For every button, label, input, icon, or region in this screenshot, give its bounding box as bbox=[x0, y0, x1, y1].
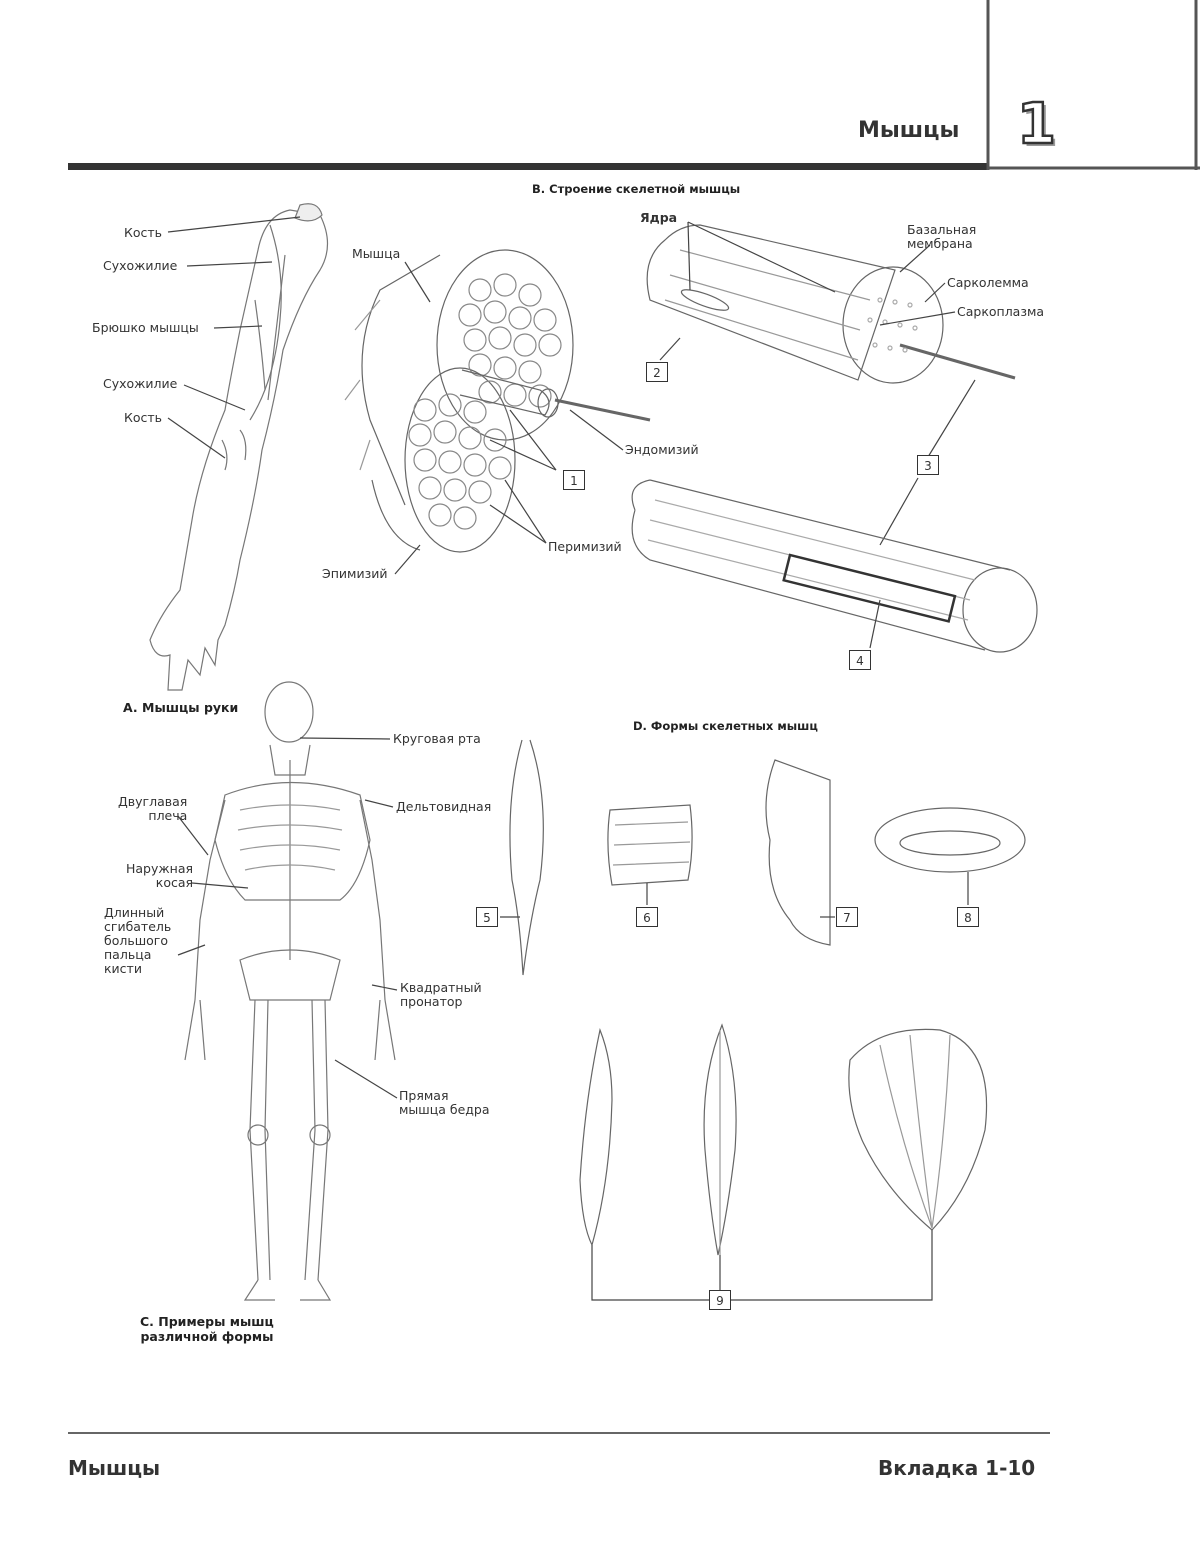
callout-number-3: 3 bbox=[917, 455, 939, 475]
callout-number-1: 1 bbox=[563, 470, 585, 490]
section-b-caption: B. Строение скелетной мышцы bbox=[532, 182, 741, 196]
section-c-caption: C. Примеры мышц различной формы bbox=[140, 1314, 274, 1344]
arm-leader-tendon-top bbox=[186, 261, 273, 267]
footer-title: Мышцы bbox=[68, 1456, 161, 1480]
arm-label-bone-bottom: Кость bbox=[124, 410, 163, 425]
callout-number-6: 6 bbox=[636, 907, 658, 927]
label-muscle: Мышца bbox=[352, 246, 401, 261]
fascicle-leader-perimysium-b bbox=[504, 479, 547, 544]
callout-number-5: 5 bbox=[476, 907, 498, 927]
muscle-fascicle-drawing bbox=[344, 249, 651, 553]
label-endomysium: Эндомизий bbox=[625, 442, 699, 457]
skeleton-leader-flexor bbox=[177, 944, 206, 956]
section-a-caption: A. Мышцы руки bbox=[123, 700, 239, 715]
label-nuclei: Ядра bbox=[640, 210, 678, 225]
muscle-shape-multipennate bbox=[848, 1028, 988, 1231]
muscle-fiber-drawing bbox=[646, 224, 1016, 384]
fascicle-leader-endomysium bbox=[569, 409, 624, 451]
label-sarcolemma: Сарколемма bbox=[947, 275, 1029, 290]
fascicle-leader-2 bbox=[659, 337, 681, 361]
skeleton-leader-biceps bbox=[177, 815, 209, 856]
fascicle-leader-epimysium bbox=[394, 544, 421, 575]
arm-label-tendon-top: Сухожилие bbox=[103, 258, 178, 273]
fiber-leader-3-b bbox=[879, 477, 919, 546]
fiber-leader-sarcoplasm bbox=[879, 311, 956, 326]
arm-label-belly: Брюшко мышцы bbox=[92, 320, 199, 335]
chapter-number: 1 bbox=[1016, 91, 1057, 159]
label-external-oblique: Наружная косая bbox=[126, 861, 194, 890]
skeleton-leader-pronator bbox=[371, 984, 398, 991]
label-rectus-femoris: Прямая мышца бедра bbox=[399, 1088, 490, 1117]
fascicle-leader-1-b bbox=[489, 439, 557, 471]
arm-label-tendon-bottom: Сухожилие bbox=[103, 376, 178, 391]
skeleton-leader-orbicularis bbox=[299, 737, 391, 740]
callout-number-7: 7 bbox=[836, 907, 858, 927]
label-basal-membrane: Базальная мембрана bbox=[907, 222, 977, 251]
fascicle-leader-1-a bbox=[509, 409, 557, 471]
arm-label-bone-top: Кость bbox=[124, 225, 163, 240]
arm-leader-tendon-bottom bbox=[183, 384, 246, 411]
fiber-leader-basal bbox=[899, 244, 931, 273]
footer-plate-number: Вкладка 1-10 bbox=[878, 1456, 1036, 1480]
label-epimysium: Эпимизий bbox=[322, 566, 388, 581]
shape-bracket-9 bbox=[591, 1230, 933, 1301]
fascicle-leader-perimysium-a bbox=[489, 504, 547, 544]
label-pronator: Квадратный пронатор bbox=[400, 980, 482, 1009]
muscle-shape-triangular bbox=[765, 759, 831, 946]
label-flexor-pollicis: Длинный сгибатель большого пальца кисти bbox=[104, 905, 172, 976]
arm-leader-belly bbox=[213, 325, 263, 329]
myofibril-leader-4 bbox=[869, 599, 881, 649]
section-d-caption: D. Формы скелетных мышц bbox=[633, 719, 818, 733]
header-rule bbox=[68, 163, 988, 170]
callout-number-4: 4 bbox=[849, 650, 871, 670]
callout-number-2: 2 bbox=[646, 362, 668, 382]
muscle-shape-fusiform bbox=[509, 739, 544, 976]
label-deltoid: Дельтовидная bbox=[396, 799, 492, 814]
chapter-title: Мышцы bbox=[858, 118, 960, 143]
muscle-shape-unipennate bbox=[579, 1027, 613, 1247]
fiber-leader-sarcolemma bbox=[924, 282, 946, 303]
skeleton-illustration bbox=[184, 681, 396, 1301]
skeleton-leader-deltoid bbox=[364, 799, 394, 808]
muscle-shape-bipennate bbox=[703, 1023, 737, 1256]
arm-leader-bone-bottom bbox=[167, 417, 226, 459]
label-perimysium: Перимизий bbox=[548, 539, 622, 554]
fiber-leader-nuclei-a bbox=[687, 221, 691, 291]
label-orbicularis: Круговая рта bbox=[393, 731, 481, 746]
label-biceps: Двуглавая плеча bbox=[118, 794, 188, 823]
arm-illustration bbox=[149, 203, 329, 691]
myofibril-drawing bbox=[631, 479, 1038, 653]
fiber-leader-3-a bbox=[927, 379, 976, 458]
label-sarcoplasm: Саркоплазма bbox=[957, 304, 1045, 319]
callout-number-9: 9 bbox=[709, 1290, 731, 1310]
fascicle-leader-muscle bbox=[404, 261, 431, 303]
arm-leader-bone-top bbox=[167, 216, 301, 233]
callout-number-8: 8 bbox=[957, 907, 979, 927]
skeleton-leader-rectus bbox=[334, 1059, 398, 1099]
skeleton-leader-oblique bbox=[191, 882, 249, 889]
fiber-leader-nuclei-b bbox=[687, 221, 836, 293]
muscle-shape-circular bbox=[874, 807, 1026, 873]
muscle-shape-quadrate bbox=[607, 804, 693, 886]
